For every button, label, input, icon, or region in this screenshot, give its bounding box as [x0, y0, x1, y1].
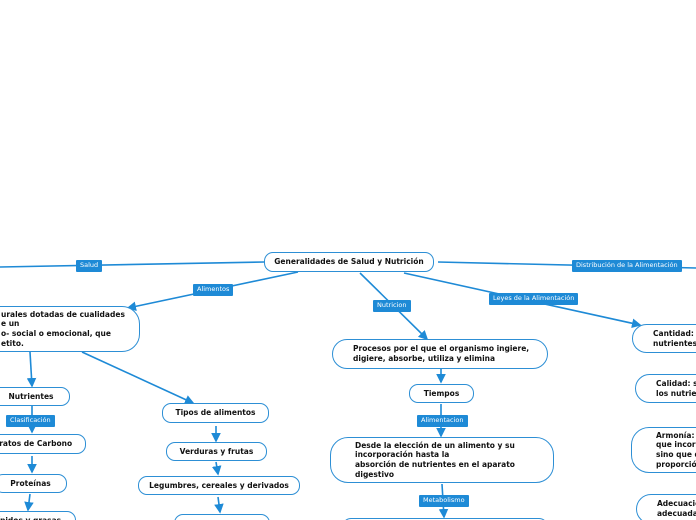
armonia-node[interactable]: Armonía: l que incorp sino que d proporc… [631, 427, 696, 473]
link-legumbres [211, 461, 222, 476]
nutrientes-node[interactable]: Nutrientes [0, 387, 70, 406]
verduras-frutas-node[interactable]: Verduras y frutas [166, 442, 267, 461]
tag-distribucion[interactable]: Distribución de la Alimentación [572, 260, 682, 272]
tag-salud[interactable]: Salud [76, 260, 103, 272]
carbohidratos-node[interactable]: dratos de Carbono [0, 434, 86, 454]
link-next-food [214, 496, 224, 514]
legumbres-node[interactable]: Legumbres, cereales y derivados [138, 476, 300, 495]
tag-clasificacion[interactable]: Clasificación [6, 415, 55, 427]
desde-eleccion-node[interactable]: Desde la elección de un alimento y su in… [330, 437, 554, 483]
tiempos-node[interactable]: Tiempos [409, 384, 474, 403]
tag-alimentos[interactable]: Alimentos [193, 284, 234, 296]
cantidad-node[interactable]: Cantidad: s nutrientes [632, 324, 696, 353]
link-salud [0, 261, 265, 268]
link-lipidos [24, 493, 34, 512]
procesos-node[interactable]: Procesos por el que el organismo ingiere… [332, 339, 548, 369]
tag-alimentacion[interactable]: Alimentacion [417, 415, 468, 427]
link-tipos [81, 351, 195, 405]
tag-nutricion[interactable]: Nutricion [373, 300, 411, 312]
lipidos-node[interactable]: lípidos y grasas [0, 511, 76, 520]
next-food-node[interactable] [174, 514, 270, 520]
tag-metabolismo[interactable]: Metabolismo [419, 495, 469, 507]
adecuacion-node[interactable]: Adecuació adecuada [636, 494, 696, 520]
salud-description-node[interactable]: urales dotadas de cualidades e un o- soc… [0, 306, 140, 352]
tag-leyes[interactable]: Leyes de la Alimentación [489, 293, 579, 305]
root-node[interactable]: Generalidades de Salud y Nutrición [264, 252, 434, 272]
tipos-alimentos-node[interactable]: Tipos de alimentos [162, 403, 269, 423]
calidad-node[interactable]: Calidad: s los nutrien [635, 374, 696, 403]
proteinas-node[interactable]: Proteínas [0, 474, 67, 493]
link-nutrientes [26, 351, 37, 388]
